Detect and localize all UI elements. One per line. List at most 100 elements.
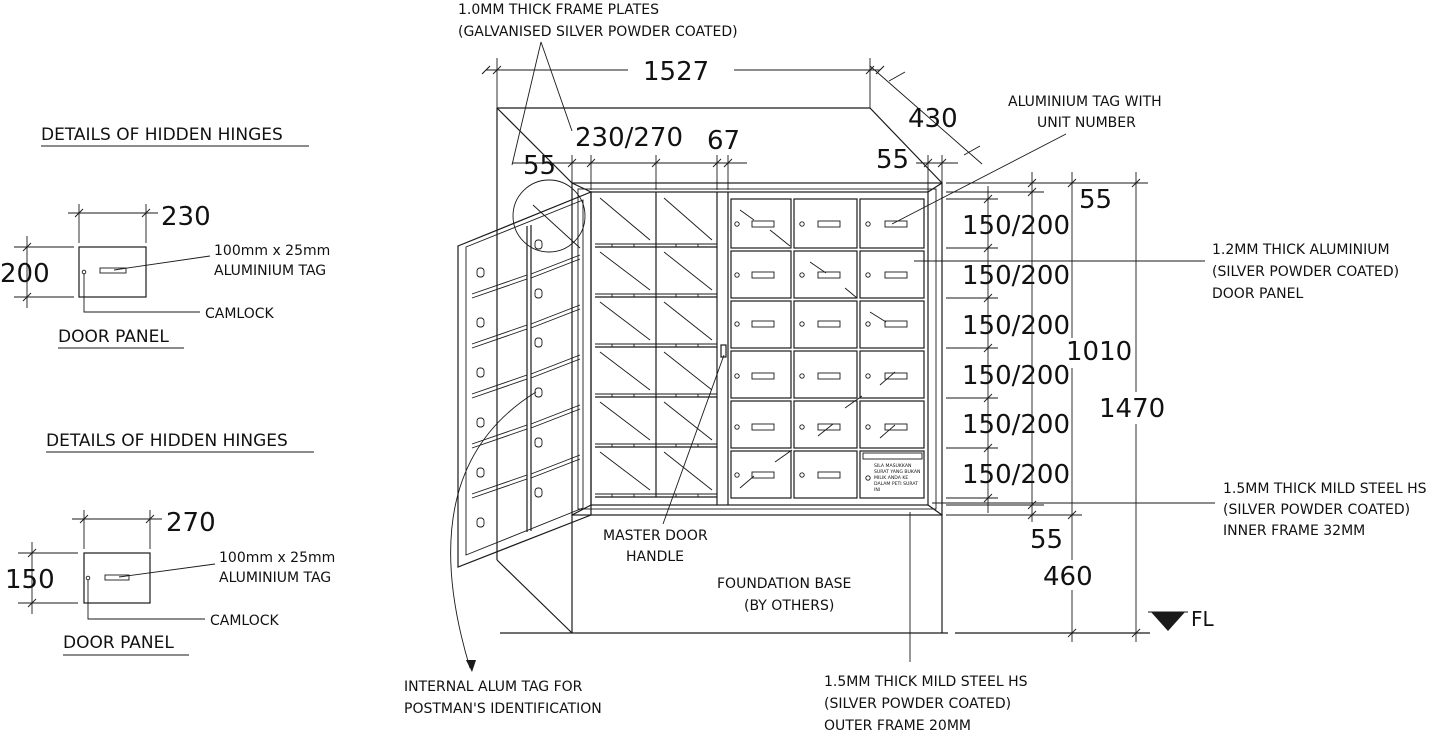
camlock-icon [865, 475, 871, 481]
frame-plates-note: 1.0MM THICK FRAME PLATES [458, 2, 659, 18]
door-panel [793, 350, 858, 399]
master-handle-note: HANDLE [626, 549, 684, 565]
door-panel [793, 400, 858, 449]
corner-line [571, 182, 592, 193]
door-panel [859, 250, 925, 299]
corner-line [571, 504, 592, 516]
door-panel [859, 198, 925, 249]
leader-line [83, 274, 200, 313]
door-panel [793, 198, 858, 249]
door-panel [730, 250, 792, 299]
dim-tick [22, 242, 32, 252]
hinge-detail-1: DETAILS OF HIDDEN HINGES 230 200 100mm x… [0, 125, 330, 349]
camlock-icon [734, 221, 740, 227]
camlock-icon [865, 321, 871, 327]
door-outline [457, 191, 592, 568]
camlock-icon [734, 472, 740, 478]
cabinet-height-dim: 1010 [1066, 337, 1132, 367]
master-handle-note: MASTER DOOR [603, 528, 708, 544]
camlock-icon [799, 424, 805, 430]
door-panel [730, 198, 792, 249]
alum-tag-note: ALUMINIUM TAG WITH [1008, 94, 1162, 110]
warning-line: DALAM PETI SURAT [874, 481, 918, 487]
frame-left-dim: 55 [523, 151, 556, 181]
cabinet: SILA MASUKKAN SURAT YANG BUKAN MILIK AND… [457, 107, 1150, 634]
open-master-door [457, 179, 592, 568]
foundation-note: (BY OTHERS) [744, 598, 834, 614]
outer-frame-inner [577, 188, 937, 510]
door-panel-rect [78, 246, 147, 298]
door-panel [859, 300, 925, 349]
camlock-icon [799, 272, 805, 278]
warning-line: SURAT YANG BUKAN [874, 469, 920, 475]
width-dim-label: 270 [166, 508, 216, 538]
corner-line [927, 182, 943, 193]
door-panel [859, 450, 925, 499]
height-dim-label: 200 [0, 259, 50, 289]
warning-line: MILIK ANDA KE [874, 475, 908, 481]
detail-title: DETAILS OF HIDDEN HINGES [41, 125, 283, 145]
bottom-left-diagonal [496, 559, 573, 634]
interior-shelves [595, 197, 717, 498]
door-panel-rect [83, 552, 151, 604]
row-dim: 150/200 [962, 410, 1070, 440]
tag-note-line1: 100mm x 25mm [214, 243, 330, 259]
outer-frame-note: (SILVER POWDER COATED) [824, 696, 1011, 712]
row-dim: 150/200 [962, 460, 1070, 490]
dim-tick [27, 548, 37, 558]
panel-label: DOOR PANEL [63, 633, 174, 653]
floor-level-icon [1151, 612, 1185, 631]
base-height-dim: 460 [1043, 562, 1093, 592]
camlock-icon [734, 272, 740, 278]
camlock-icon [734, 373, 740, 379]
closed-door-grid: SILA MASUKKAN SURAT YANG BUKAN MILIK AND… [730, 198, 925, 499]
leader-line [87, 580, 205, 620]
camlock-icon [799, 221, 805, 227]
panel-label: DOOR PANEL [58, 327, 169, 347]
camlock-icon [799, 321, 805, 327]
dim-tick [145, 514, 155, 524]
outer-frame-note: OUTER FRAME 20MM [824, 718, 971, 734]
door-inner-outline [465, 199, 584, 556]
tag-note-line2: ALUMINIUM TAG [214, 263, 326, 279]
detail-title: DETAILS OF HIDDEN HINGES [46, 431, 288, 451]
camlock-icon [799, 373, 805, 379]
gap-dim: 67 [707, 126, 740, 156]
frame-right-dim: 55 [876, 145, 909, 175]
camlock-label: CAMLOCK [210, 613, 280, 629]
row-dim: 150/200 [962, 361, 1070, 391]
frame-plates-note: (GALVANISED SILVER POWDER COATED) [458, 24, 738, 40]
dim-tick [74, 208, 84, 218]
hinge-callout-circle [512, 179, 586, 253]
camlock-icon [865, 373, 871, 379]
internal-tag-note: POSTMAN'S IDENTIFICATION [404, 701, 602, 717]
inner-frame-note: (SILVER POWDER COATED) [1223, 502, 1410, 518]
corner-line [927, 504, 943, 516]
camlock-icon [734, 424, 740, 430]
foundation-note: FOUNDATION BASE [717, 576, 851, 592]
leader-line [118, 563, 216, 578]
door-panel-note: 1.2MM THICK ALUMINIUM [1212, 242, 1390, 258]
tag-slot [99, 267, 127, 274]
overall-width-dim: 1527 [643, 57, 709, 87]
tag-note-line1: 100mm x 25mm [219, 550, 335, 566]
door-panel-note: DOOR PANEL [1212, 286, 1303, 302]
dimensions: 1527 430 55 230/270 67 55 [481, 57, 1215, 642]
dim-tick [22, 292, 32, 302]
arrow-head [466, 660, 476, 672]
warning-line: SILA MASUKKAN [874, 463, 911, 469]
door-panel [793, 250, 858, 299]
door-panel [730, 450, 792, 499]
outer-frame-note: 1.5MM THICK MILD STEEL HS [824, 674, 1028, 690]
floor-level-label: FL [1191, 607, 1215, 631]
camlock-icon [734, 321, 740, 327]
right-bottom-dim: 55 [1030, 525, 1063, 555]
inner-frame-note: INNER FRAME 32MM [1223, 523, 1365, 539]
camlock-icon [865, 424, 871, 430]
dim-tick [79, 514, 89, 524]
camlock-icon [85, 575, 91, 581]
tag-note-line2: ALUMINIUM TAG [219, 570, 331, 586]
door-panel-note: (SILVER POWDER COATED) [1212, 264, 1399, 280]
depth-dim: 430 [908, 104, 958, 134]
